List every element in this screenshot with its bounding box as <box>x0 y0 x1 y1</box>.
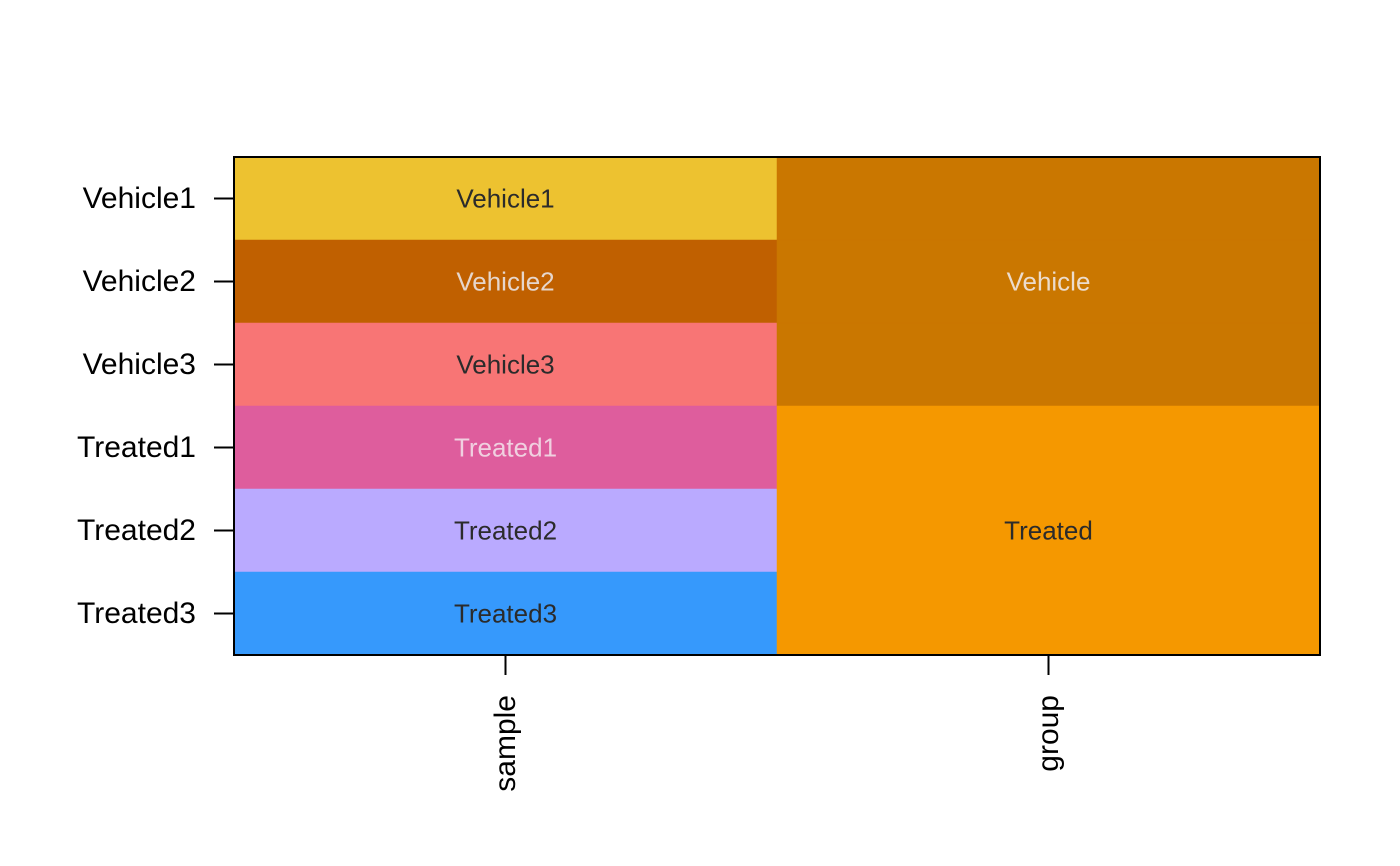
cell-label-sample-vehicle2: Vehicle2 <box>456 267 554 297</box>
cell-label-sample-vehicle1: Vehicle1 <box>456 184 554 214</box>
cell-label-sample-treated1: Treated1 <box>454 433 557 463</box>
x-tick-label-group: group <box>1032 695 1065 772</box>
cell-group-vehicle3 <box>776 322 1321 407</box>
cell-sample-vehicle3 <box>233 322 778 407</box>
y-axis: Vehicle1Vehicle2Vehicle3Treated1Treated2… <box>77 182 234 630</box>
y-tick-label-vehicle1: Vehicle1 <box>83 182 196 215</box>
cell-group-treated2 <box>776 488 1321 573</box>
cell-group-treated3 <box>776 571 1321 656</box>
cell-sample-vehicle1 <box>233 156 778 241</box>
x-axis: sample group <box>489 655 1065 792</box>
cell-labels-layer: Vehicle1Vehicle2Vehicle3Treated1Treated2… <box>454 184 1093 629</box>
cell-sample-vehicle2 <box>233 239 778 324</box>
plot-frame <box>233 156 1321 656</box>
cell-label-group-vehicle: Vehicle <box>1007 267 1091 297</box>
y-tick-label-treated3: Treated3 <box>77 597 196 630</box>
cell-label-sample-treated3: Treated3 <box>454 599 557 629</box>
cell-sample-treated3 <box>233 571 778 656</box>
cell-label-sample-vehicle3: Vehicle3 <box>456 350 554 380</box>
cell-group-treated1 <box>776 405 1321 490</box>
cell-sample-treated1 <box>233 405 778 490</box>
cell-sample-treated2 <box>233 488 778 573</box>
cell-group-vehicle2 <box>776 239 1321 324</box>
cell-group-vehicle1 <box>776 156 1321 241</box>
cell-label-group-treated: Treated <box>1004 516 1093 546</box>
y-tick-label-treated2: Treated2 <box>77 514 196 547</box>
y-tick-label-treated1: Treated1 <box>77 431 196 464</box>
y-tick-label-vehicle3: Vehicle3 <box>83 348 196 381</box>
y-tick-label-vehicle2: Vehicle2 <box>83 265 196 298</box>
cells-layer <box>233 156 1321 656</box>
x-tick-label-sample: sample <box>489 695 522 792</box>
cell-label-sample-treated2: Treated2 <box>454 516 557 546</box>
